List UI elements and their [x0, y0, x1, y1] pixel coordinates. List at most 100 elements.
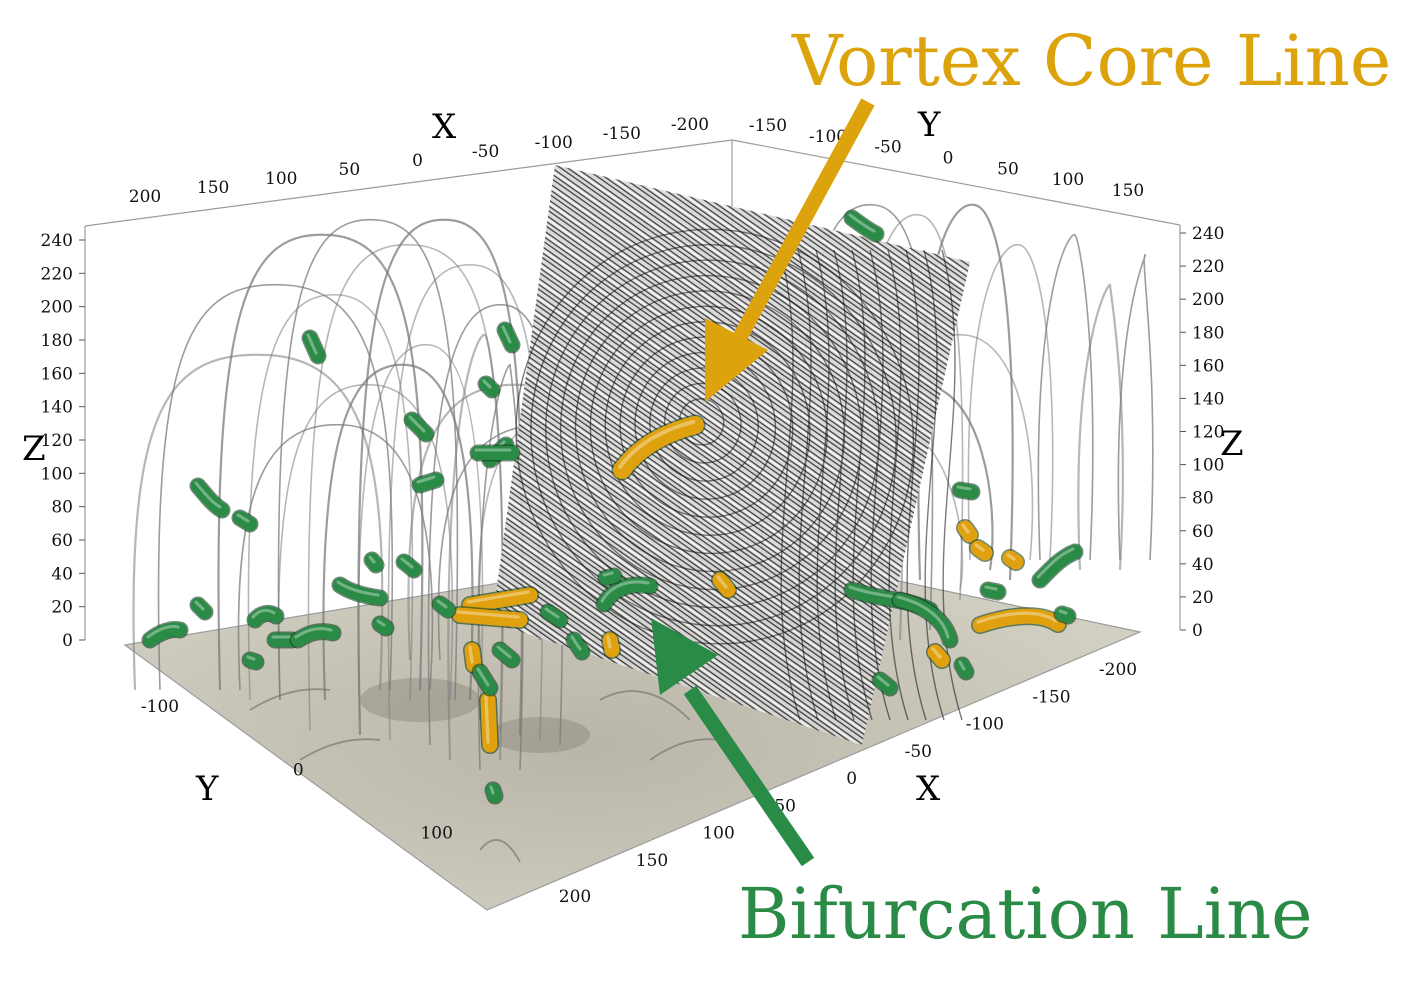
bifurcation-tube-highlight [958, 660, 966, 671]
y-tick-label-bottom: 100 [420, 824, 452, 844]
bifurcation-tube-highlight [194, 481, 222, 509]
vortex-core-tube [970, 540, 993, 561]
vortex-arrow [705, 98, 875, 402]
x-tick-label-bottom: 0 [846, 769, 857, 789]
bifurcation-tube-highlight [194, 600, 205, 611]
x-tick-label-top: 0 [412, 151, 423, 171]
slice-flow-line [869, 249, 891, 721]
bifurcation-tube-highlight [896, 595, 950, 639]
vortex-core-tube-highlight [606, 635, 612, 649]
z-tick-label-right: 120 [1192, 423, 1224, 443]
x-tick-label-bottom: 100 [702, 824, 734, 844]
bifurcation-tube [597, 578, 657, 611]
z-axis-name-right: Z [1220, 424, 1244, 464]
z-tick-label-right: 0 [1192, 621, 1203, 641]
slice-swirl [589, 305, 828, 555]
vortex-core-tube [452, 607, 528, 628]
bifurcation-tube [541, 605, 567, 627]
floor-field-line [649, 738, 721, 761]
bifurcation-tube-highlight [1036, 547, 1075, 579]
vortex-core-tube-highlight [468, 645, 474, 664]
z-tick-label-right: 220 [1192, 257, 1224, 277]
bifurcation-tube [893, 593, 957, 647]
bifurcation-tube [303, 331, 325, 363]
bifurcation-tube [981, 583, 1005, 599]
bifurcation-tube-highlight [408, 415, 426, 433]
z-tick-label-left: 140 [41, 398, 73, 418]
bifurcation-tube-highlight [368, 555, 376, 564]
bifurcation-tube-highlight [306, 333, 318, 355]
vortex-core-line-label: Vortex Core Line [791, 20, 1391, 102]
bifurcation-tube-highlight [544, 607, 560, 619]
bifurcation-tube-highlight [376, 619, 386, 627]
floor-field-line [599, 690, 691, 721]
floor-field-line [249, 688, 331, 711]
z-tick-label-left: 240 [41, 231, 73, 251]
vortex-core-tube-highlight [484, 695, 490, 744]
bifurcation-tube [191, 598, 212, 619]
bifurcation-tube [405, 413, 433, 441]
bifurcation-tube-highlight [602, 571, 614, 577]
y-tick-label-bottom: 200 [559, 887, 591, 907]
vortex-core-tube [927, 644, 950, 668]
vortex-core-tube [480, 692, 498, 753]
vortex-core-tube [957, 520, 978, 543]
vortex-core-tube-highlight [961, 523, 970, 534]
vortex-core-tube-highlight [931, 647, 942, 659]
bifurcation-tube [493, 643, 519, 667]
bifurcation-tube-highlight [496, 645, 512, 659]
z-tick-label-left: 0 [62, 631, 73, 651]
slice-swirl [515, 228, 915, 645]
bifurcation-tube [243, 653, 263, 669]
z-tick-label-left: 200 [41, 298, 73, 318]
field-line [157, 283, 394, 691]
bifurcation-tube-highlight [570, 635, 582, 651]
x-tick-label-top: -50 [472, 142, 499, 162]
bifurcation-tube [333, 578, 387, 605]
y-tick-label-top: 100 [1052, 170, 1084, 190]
z-tick-label-right: 60 [1192, 522, 1214, 542]
bifurcation-tube-highlight [146, 624, 180, 639]
field-line [132, 353, 384, 691]
bifurcation-tube [1033, 545, 1082, 587]
z-axis-name-left: Z [22, 429, 46, 469]
bifurcation-tube-highlight [476, 667, 490, 687]
z-tick-label-right: 140 [1192, 389, 1224, 409]
bifurcation-tube [486, 783, 502, 803]
z-tick-label-right: 40 [1192, 555, 1214, 575]
bifurcation-tube-highlight [416, 475, 436, 484]
z-tick-label-left: 80 [51, 498, 73, 518]
slice-flow-line [833, 249, 855, 721]
y-tick-label-top: -50 [874, 138, 901, 158]
bifurcation-tube [143, 622, 187, 647]
vortex-core-tube [613, 416, 704, 479]
bifurcation-tube [953, 483, 979, 499]
bifurcation-arrow [651, 618, 815, 867]
x-tick-label-top: 200 [129, 187, 161, 207]
z-tick-label-right: 160 [1192, 356, 1224, 376]
vortex-core-tube-highlight [976, 611, 1058, 624]
y-axis-name-bottom: Y [195, 769, 219, 809]
vortex-core-tube [1002, 550, 1024, 570]
slice-swirl [545, 259, 880, 609]
vortex-core-tubes [451, 414, 1067, 754]
slice-flow-line [815, 249, 837, 721]
vortex-core-tube [464, 642, 482, 673]
field-line [322, 363, 474, 701]
bifurcation-tube [397, 555, 421, 577]
bifurcation-tube [955, 658, 973, 679]
bifurcation-tubes [141, 209, 1084, 805]
bifurcation-tube-highlight [436, 599, 448, 609]
vortex-core-tube [462, 587, 538, 613]
slice-flow-line [779, 249, 801, 721]
floor-field-line [299, 738, 381, 761]
x-tick-label-bottom: -50 [905, 742, 932, 762]
bifurcation-tube-highlight [251, 608, 276, 619]
bifurcation-tube [498, 323, 519, 352]
floor-field-line [479, 839, 521, 863]
bifurcation-tube [291, 624, 340, 647]
bifurcation-tube-highlight [600, 580, 650, 603]
vortex-core-tube [712, 572, 736, 598]
y-tick-label-bottom: -100 [141, 697, 179, 717]
x-axis-name-bottom: X [916, 769, 941, 809]
